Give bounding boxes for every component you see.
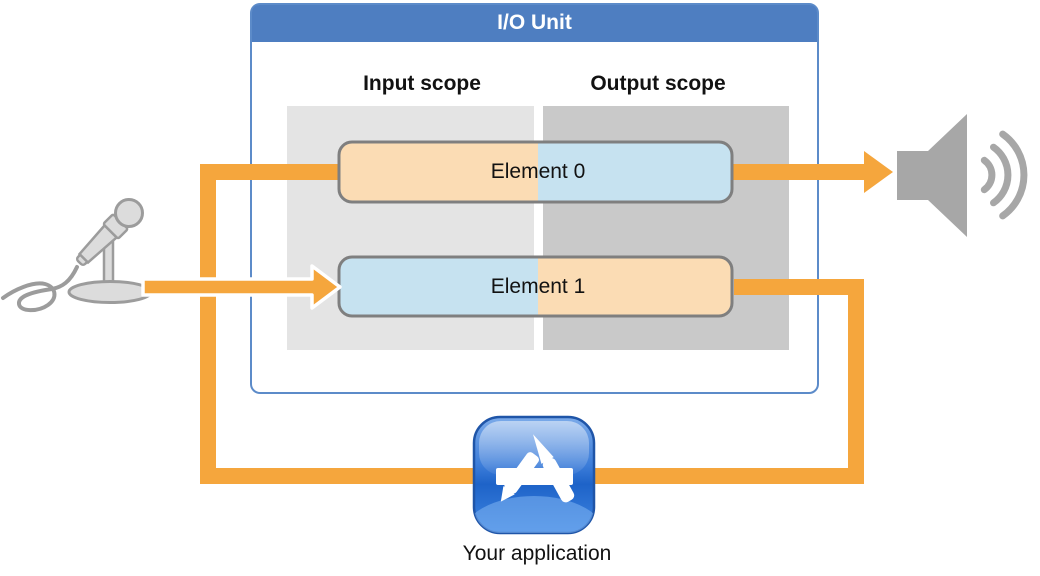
microphone-icon	[1, 198, 153, 313]
mic-cable	[1, 265, 79, 313]
app-icon-pencil	[500, 452, 539, 502]
io-unit-title: I/O Unit	[497, 11, 572, 34]
io-unit-container	[250, 3, 819, 394]
speaker-body	[897, 114, 967, 237]
mic-head	[114, 198, 144, 228]
speaker-icon	[897, 114, 1028, 237]
your-application-label: Your application	[462, 542, 612, 565]
io-unit-header	[252, 5, 817, 42]
mic-stand-base	[67, 280, 153, 304]
mic-collar	[102, 213, 129, 240]
mic-tail-cap	[75, 251, 91, 267]
input-scope-label: Input scope	[363, 72, 481, 95]
app-icon-pen	[533, 434, 575, 503]
app-icon-gloss	[479, 421, 589, 475]
element-1-label: Element 1	[490, 275, 586, 298]
app-icon-glyph	[496, 434, 575, 503]
mic-body	[77, 223, 119, 265]
speaker-sound-waves	[980, 130, 1028, 220]
mic-stand-post	[102, 234, 115, 290]
app-icon-ruler-bar	[496, 468, 573, 485]
element-0-label: Element 0	[490, 160, 586, 183]
speaker-arrowhead-icon	[864, 151, 893, 193]
app-icon-tile	[472, 415, 596, 535]
output-scope-label: Output scope	[590, 72, 726, 95]
